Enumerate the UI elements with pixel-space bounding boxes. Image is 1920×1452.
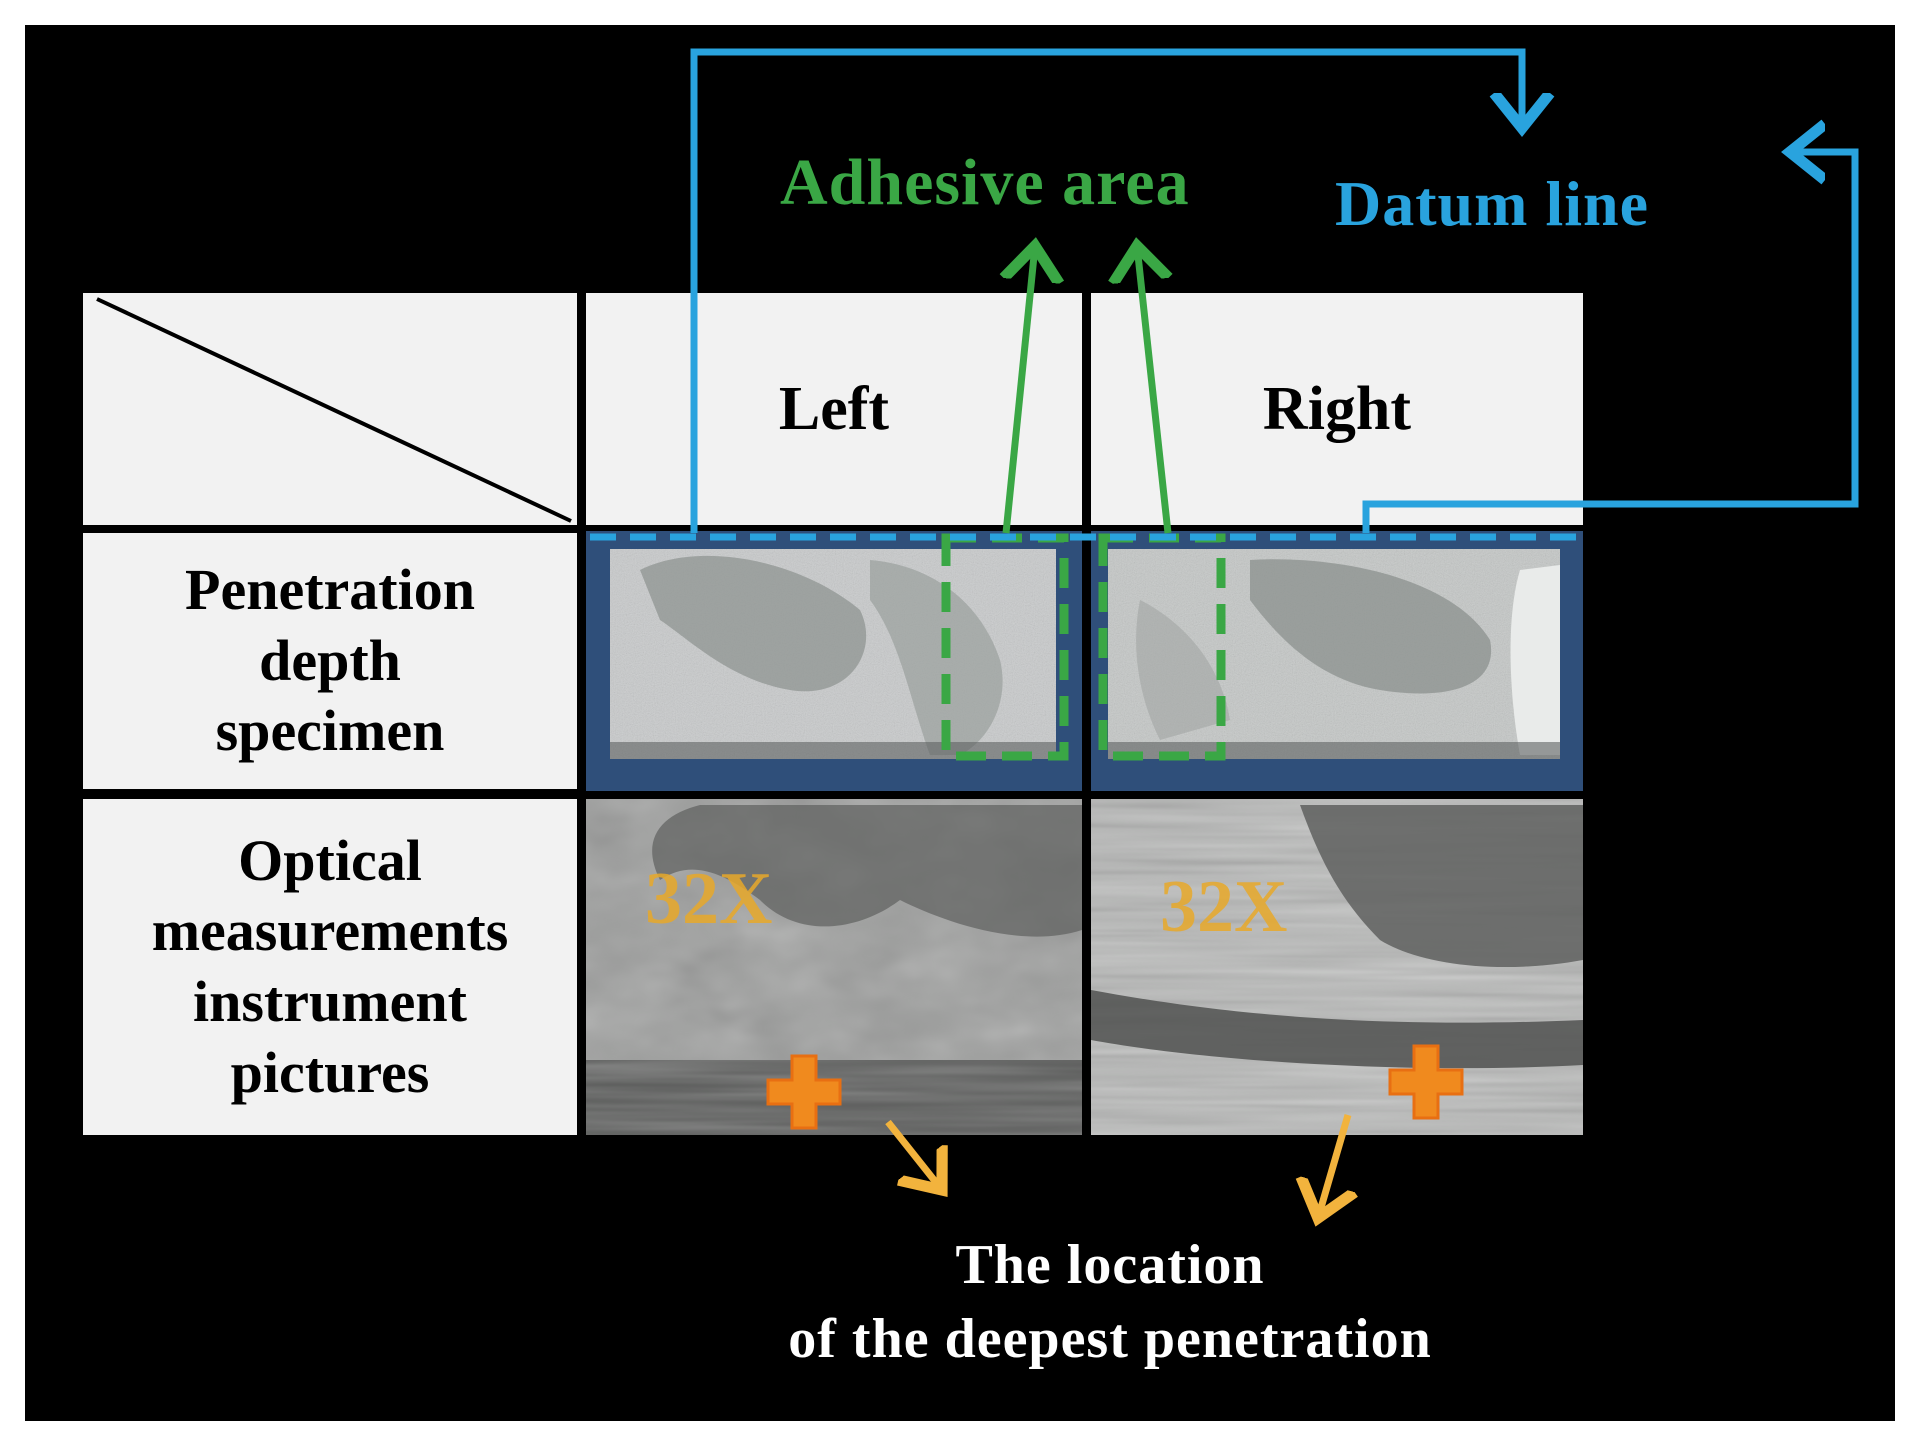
column-header-right-label: Right [1262, 375, 1412, 443]
deepest-penetration-label: The location of the deepest penetration [788, 1234, 1432, 1371]
column-header-left: Left [586, 293, 1082, 525]
row-header-optical: Optical measurements instrument pictures [83, 799, 577, 1135]
datum-line-label: Datum line [1335, 168, 1649, 239]
zoom-label-left: 32X [645, 858, 773, 940]
column-header-right: Right [1091, 293, 1583, 525]
row-header-specimen-label: Penetration depth specimen [185, 556, 475, 764]
diagonal-divider [96, 297, 572, 523]
column-header-left-label: Left [778, 375, 890, 443]
zoom-label-right: 32X [1160, 866, 1288, 948]
row-header-optical-label: Optical measurements instrument pictures [151, 827, 509, 1105]
row-header-specimen: Penetration depth specimen [83, 533, 577, 789]
table-corner-cell [83, 293, 577, 525]
adhesive-area-label: Adhesive area [780, 146, 1190, 219]
